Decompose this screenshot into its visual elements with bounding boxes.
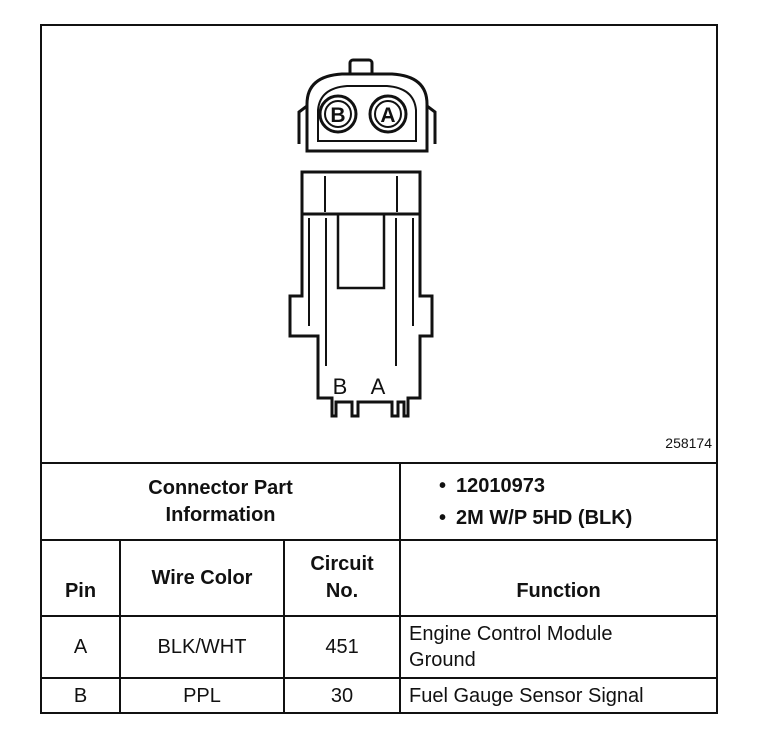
header-row: Pin Wire Color Circuit No. Function xyxy=(42,539,717,617)
connector-drawing: B A B A xyxy=(288,58,437,418)
table-row: B PPL 30 Fuel Gauge Sensor Signal xyxy=(42,677,717,714)
part-info-row: Connector Part Information 12010973 2M W… xyxy=(42,464,717,541)
row-a-function-line1: Engine Control Module xyxy=(409,623,613,645)
connector-face-view xyxy=(297,58,437,153)
row-a-function: Engine Control Module Ground xyxy=(399,615,717,679)
connector-diagram: B A B A 258174 xyxy=(42,26,716,464)
row-a-pin: A xyxy=(42,615,121,679)
row-a-function-line2: Ground xyxy=(409,649,476,671)
figure-id: 258174 xyxy=(665,435,712,451)
row-b-function: Fuel Gauge Sensor Signal xyxy=(399,677,717,714)
face-pin-b: B xyxy=(330,104,345,127)
part-info-label: Connector Part Information xyxy=(42,464,402,541)
side-pin-a: A xyxy=(371,374,386,399)
row-b-wire-color: PPL xyxy=(119,677,285,714)
part-info-label-line1: Connector Part xyxy=(148,476,293,499)
header-circuit: Circuit No. xyxy=(282,539,402,617)
header-circuit-line1: Circuit xyxy=(310,553,374,575)
header-function: Function xyxy=(399,539,717,617)
row-a-wire-color: BLK/WHT xyxy=(119,615,285,679)
connector-side-view xyxy=(288,170,434,418)
table-row: A BLK/WHT 451 Engine Control Module Grou… xyxy=(42,615,717,679)
part-number: 12010973 xyxy=(439,470,708,502)
header-circuit-line2: No. xyxy=(325,580,359,602)
connector-sheet: B A B A 258174 xyxy=(40,24,718,714)
header-pin: Pin xyxy=(42,539,121,617)
part-info-label-line2: Information xyxy=(165,503,276,526)
connector-info-table: Connector Part Information 12010973 2M W… xyxy=(42,464,717,714)
part-description: 2M W/P 5HD (BLK) xyxy=(439,502,708,534)
header-wire-color: Wire Color xyxy=(119,539,285,617)
face-pin-a: A xyxy=(380,104,395,127)
part-info-values: 12010973 2M W/P 5HD (BLK) xyxy=(399,464,717,541)
row-b-circuit: 30 xyxy=(282,677,402,714)
side-pin-b: B xyxy=(333,374,348,399)
row-a-circuit: 451 xyxy=(282,615,402,679)
row-b-pin: B xyxy=(42,677,121,714)
